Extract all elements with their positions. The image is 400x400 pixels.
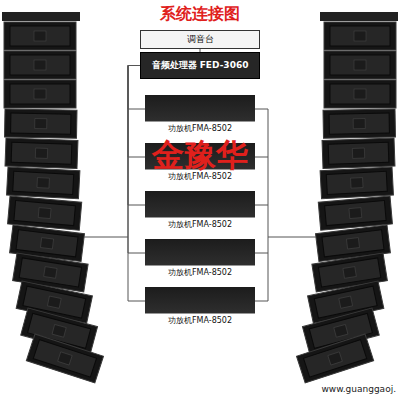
processor-box: 音频处理器 FED-3060 <box>140 52 260 79</box>
site-watermark: www.guanggaoj. <box>250 384 396 394</box>
signal-wire <box>128 66 145 158</box>
line-array-right <box>297 12 398 383</box>
box-label: 调音台 <box>147 33 253 46</box>
amplifier-box: 功放机FMA-8502 <box>145 191 255 230</box>
amplifier-box: 功放机FMA-8502 <box>145 287 255 326</box>
signal-wire <box>128 66 145 254</box>
line-array-left <box>2 12 103 383</box>
amp-label: 功放机FMA-8502 <box>149 268 251 278</box>
mixer-box: 调音台 <box>140 30 260 49</box>
signal-wire <box>128 66 145 206</box>
diagram-title: 系统连接图 <box>0 4 400 25</box>
amplifier-box: 功放机FMA-8502 <box>145 95 255 134</box>
watermark: 金豫华 <box>0 134 400 178</box>
signal-wire <box>128 66 145 302</box>
amplifier-box: 功放机FMA-8502 <box>145 239 255 278</box>
amp-label: 功放机FMA-8502 <box>149 124 251 134</box>
box-label: 音频处理器 FED-3060 <box>147 59 253 72</box>
amp-label: 功放机FMA-8502 <box>149 316 251 326</box>
rigging-frame <box>2 12 80 21</box>
amp-label: 功放机FMA-8502 <box>149 220 251 230</box>
